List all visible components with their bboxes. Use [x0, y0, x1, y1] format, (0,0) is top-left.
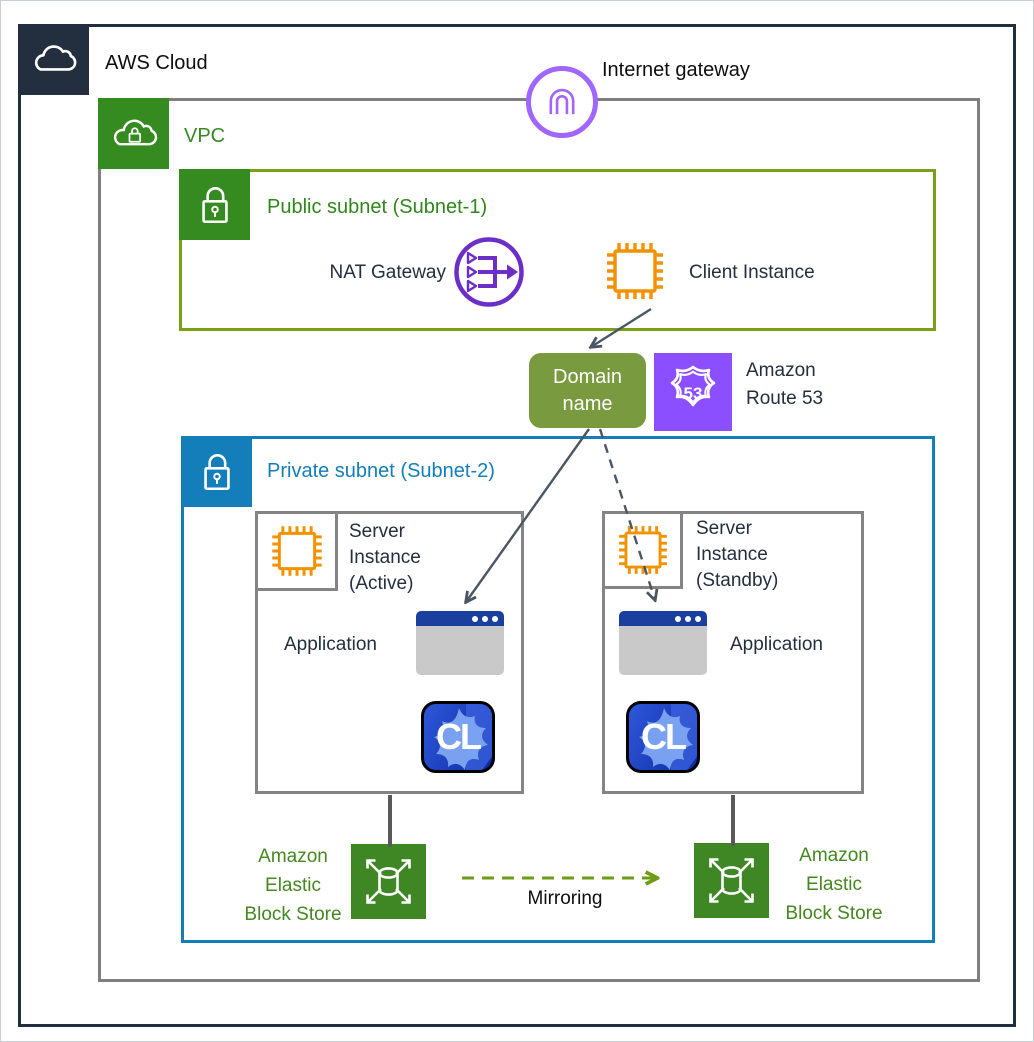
ebs-left-label: Amazon Elastic Block Store — [244, 846, 342, 925]
route53-badge-text: 53 — [684, 384, 703, 403]
window-titlebar — [416, 611, 504, 626]
application-label-left: Application — [284, 634, 377, 655]
lock-icon — [201, 186, 228, 223]
vpc-label: VPC — [184, 125, 226, 147]
clusterlabs-moth-icon — [639, 704, 697, 770]
clusterlabs-logo-left: CL — [421, 701, 495, 773]
clusterlabs-logo-text: CL — [436, 716, 482, 757]
server-standby-chip-box — [602, 511, 683, 589]
ebs-left-icon — [351, 844, 426, 919]
client-instance-label: Client Instance — [689, 262, 815, 283]
ebs-right-icon — [694, 843, 769, 918]
mirroring-label: Mirroring — [527, 888, 603, 909]
client-instance-icon — [601, 237, 669, 310]
application-window-icon-left — [416, 611, 504, 675]
internet-gateway-icon — [526, 66, 598, 138]
lock-icon — [203, 453, 230, 490]
private-subnet-label: Private subnet (Subnet-2) — [267, 460, 495, 482]
gateway-arch-icon — [549, 88, 575, 115]
private-subnet-icon — [181, 436, 252, 507]
window-dot — [472, 615, 478, 622]
application-window-icon-right — [619, 611, 707, 675]
clusterlabs-logo-right: CL — [626, 701, 700, 773]
nat-gateway-icon — [453, 236, 525, 313]
chip-icon — [618, 526, 667, 574]
public-subnet-border — [179, 169, 936, 331]
window-dot — [675, 615, 681, 622]
internet-gateway-label: Internet gateway — [602, 59, 750, 81]
window-dot — [482, 615, 488, 622]
clusterlabs-logo-text: CL — [641, 716, 687, 757]
vpc-icon — [98, 98, 169, 169]
ebs-volume-icon — [709, 858, 754, 903]
server-active-label: Server Instance (Active) — [349, 521, 421, 594]
domain-name-box: Domain name — [529, 353, 646, 428]
public-subnet-label: Public subnet (Subnet-1) — [267, 196, 488, 218]
nat-gateway-label: NAT Gateway — [329, 262, 446, 283]
chip-icon — [271, 526, 322, 576]
aws-cloud-group-border — [18, 24, 1016, 1027]
cloud-lock-icon — [113, 119, 157, 145]
server-standby-label: Server Instance (Standby) — [696, 518, 779, 591]
ebs-volume-icon — [366, 859, 411, 904]
route53-shield-icon: 53 — [670, 365, 716, 407]
route53-label: Amazon Route 53 — [746, 360, 824, 409]
window-dot — [492, 615, 498, 622]
clusterlabs-moth-icon — [434, 704, 492, 770]
application-label-right: Application — [730, 634, 823, 655]
window-dot — [685, 615, 691, 622]
window-body — [619, 626, 707, 675]
ebs-right-label: Amazon Elastic Block Store — [785, 845, 883, 924]
window-dot — [695, 615, 701, 622]
aws-cloud-icon — [18, 24, 89, 95]
window-titlebar — [619, 611, 707, 626]
cloud-icon — [34, 44, 76, 71]
route53-icon: 53 — [654, 353, 732, 431]
window-body — [416, 626, 504, 675]
aws-cloud-label: AWS Cloud — [105, 52, 208, 74]
server-active-chip-box — [255, 511, 338, 591]
public-subnet-icon — [179, 169, 250, 240]
chip-icon — [607, 243, 663, 299]
